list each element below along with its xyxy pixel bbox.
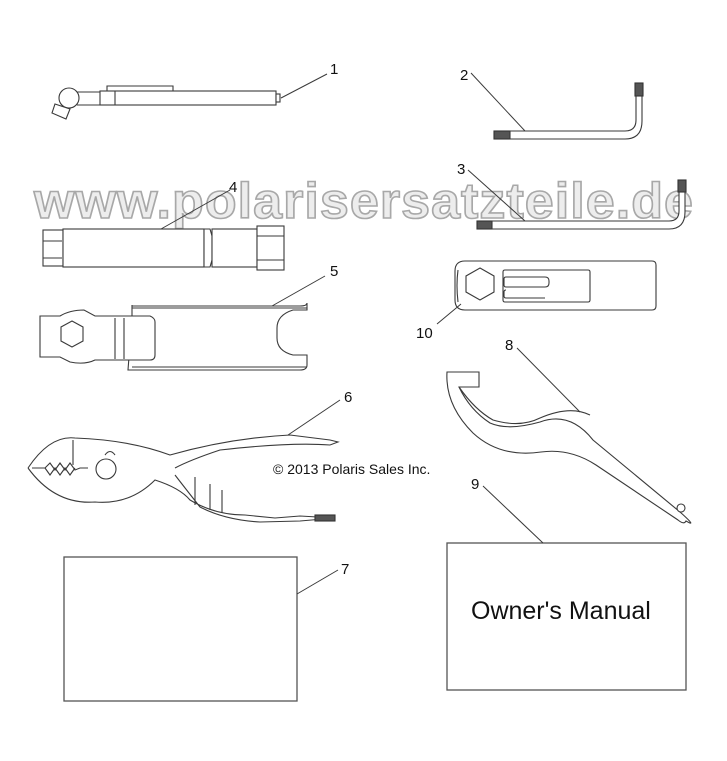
part-3-hex-key bbox=[476, 179, 687, 230]
callout-4: 4 bbox=[229, 179, 237, 196]
callout-10: 10 bbox=[416, 325, 433, 342]
part-6-pliers bbox=[27, 434, 340, 523]
part-7-card bbox=[63, 556, 298, 702]
leader-1 bbox=[280, 73, 328, 99]
part-2-hex-key bbox=[493, 82, 644, 140]
leader-7 bbox=[296, 569, 339, 595]
part-5-spanner-handle bbox=[39, 302, 308, 371]
leader-3 bbox=[467, 169, 526, 222]
leader-4 bbox=[160, 189, 231, 230]
leader-9 bbox=[482, 485, 544, 544]
callout-7: 7 bbox=[341, 561, 349, 578]
callout-6: 6 bbox=[344, 389, 352, 406]
copyright-text: © 2013 Polaris Sales Inc. bbox=[273, 461, 430, 477]
watermark: www.polarisersatzteile.de bbox=[33, 173, 694, 229]
part-9-owners-manual bbox=[446, 542, 687, 691]
callout-1: 1 bbox=[330, 61, 338, 78]
leader-8 bbox=[516, 347, 581, 413]
callout-2: 2 bbox=[460, 67, 468, 84]
part-10-hex-plate bbox=[454, 260, 657, 311]
callout-3: 3 bbox=[457, 161, 465, 178]
part-4-socket bbox=[42, 225, 285, 271]
leader-6 bbox=[287, 399, 341, 436]
callout-8: 8 bbox=[505, 337, 513, 354]
part-1-pressure-gauge bbox=[51, 85, 281, 120]
owners-manual-label: Owner's Manual bbox=[471, 597, 651, 625]
leader-2 bbox=[470, 72, 526, 132]
callout-9: 9 bbox=[471, 476, 479, 493]
callout-5: 5 bbox=[330, 263, 338, 280]
leader-10 bbox=[436, 303, 462, 325]
leader-5 bbox=[271, 275, 326, 307]
part-8-spanner-wrench bbox=[446, 371, 692, 524]
